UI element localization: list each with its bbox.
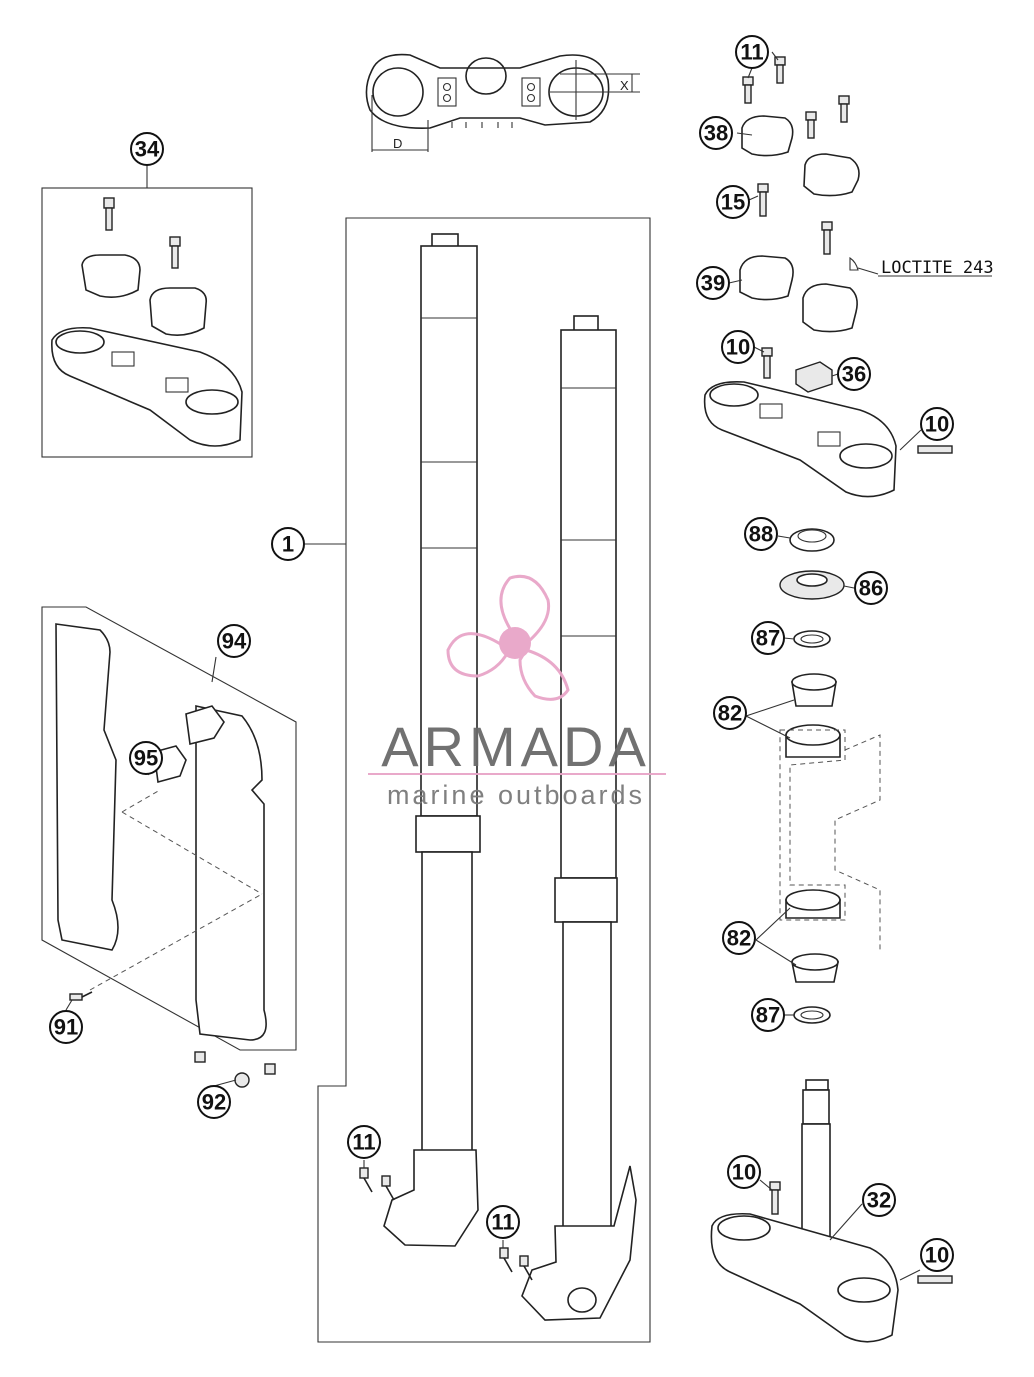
svg-text:39: 39 [701,271,725,296]
svg-text:94: 94 [222,629,247,654]
callout-38: 38 [699,116,733,150]
dimension-d-label: D [393,136,402,151]
callout-86: 86 [854,571,888,605]
top-triple-clamp-right [703,347,953,498]
svg-text:36: 36 [842,362,866,387]
svg-text:32: 32 [867,1188,891,1213]
svg-text:82: 82 [718,701,742,726]
watermark-title: ARMADA [381,715,651,778]
callout-10-d: 10 [920,1238,954,1272]
callout-95: 95 [129,741,163,775]
armada-watermark: ARMADA marine outboards [368,574,666,810]
svg-text:87: 87 [756,1003,780,1028]
svg-text:92: 92 [202,1090,226,1115]
svg-text:91: 91 [54,1015,78,1040]
svg-text:15: 15 [721,190,745,215]
fork-assembly [305,217,651,1343]
callout-36: 36 [837,357,871,391]
svg-text:10: 10 [925,412,949,437]
callout-82-a: 82 [713,696,747,730]
leader-lines [65,51,922,1281]
svg-text:88: 88 [749,522,773,547]
clamp-kit-box [41,162,253,458]
callout-87-a: 87 [751,621,785,655]
callout-94: 94 [217,624,251,658]
svg-text:34: 34 [135,137,160,162]
svg-text:86: 86 [859,576,883,601]
svg-text:10: 10 [732,1160,756,1185]
propeller-logo-icon [446,574,570,701]
callout-1: 1 [271,527,305,561]
svg-text:87: 87 [756,626,780,651]
callout-32: 32 [862,1183,896,1217]
callout-92: 92 [197,1085,231,1119]
callout-10-a: 10 [721,330,755,364]
steering-bearing-stack [779,528,881,1024]
callout-88: 88 [744,517,778,551]
top-clamp-dimension-view [365,53,640,152]
callout-15: 15 [716,185,750,219]
lower-triple-clamp-with-stem [710,1079,953,1343]
callout-11-top: 11 [735,35,769,69]
loctite-note: LOCTITE 243 [881,258,994,278]
dimension-x-label: X [620,78,629,93]
callout-10-b: 10 [920,407,954,441]
svg-text:10: 10 [925,1243,949,1268]
callout-11-fork-left: 11 [347,1125,381,1159]
callout-91: 91 [49,1010,83,1044]
svg-text:1: 1 [282,532,294,557]
svg-text:11: 11 [740,40,763,65]
fork-guard-kit [41,606,297,1088]
callout-10-c: 10 [727,1155,761,1189]
svg-text:11: 11 [491,1210,514,1235]
callout-34: 34 [130,132,164,166]
svg-text:95: 95 [134,746,158,771]
callout-11-fork-right: 11 [486,1205,520,1239]
svg-text:11: 11 [352,1130,375,1155]
svg-text:10: 10 [726,335,750,360]
callout-39: 39 [696,266,730,300]
callout-82-b: 82 [722,921,756,955]
callout-87-b: 87 [751,998,785,1032]
svg-text:38: 38 [704,121,728,146]
svg-text:82: 82 [727,926,751,951]
watermark-subtitle: marine outboards [387,780,645,810]
handlebar-clamps-right [739,56,992,333]
